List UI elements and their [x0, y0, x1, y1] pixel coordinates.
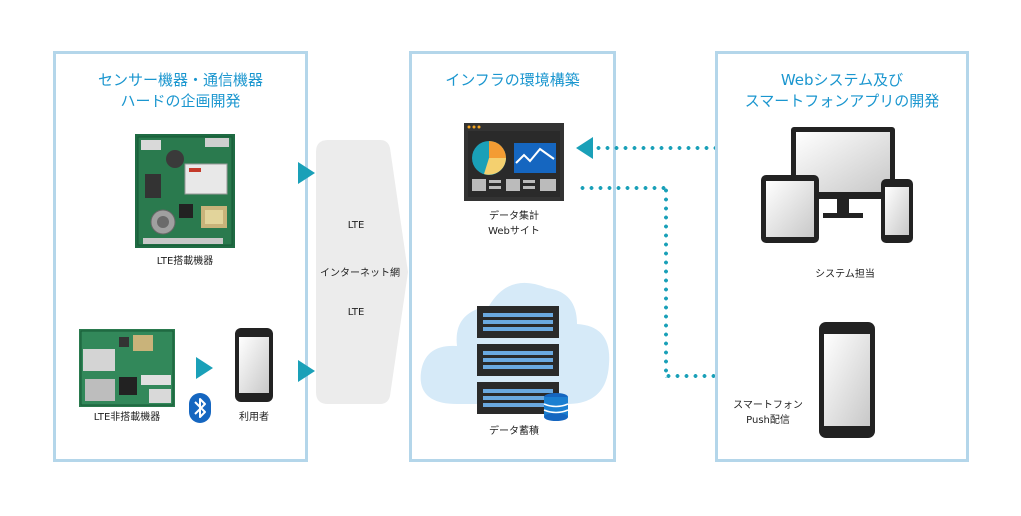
network-label-bottom: LTE	[347, 307, 365, 318]
website-monitor-icon	[464, 123, 564, 201]
push-phone-icon	[819, 322, 875, 438]
push-label: スマートフォン Push配信	[733, 400, 803, 426]
network-labels: LTE インターネット網 LTE	[316, 140, 400, 404]
hardware-panel: センサー機器・通信機器 ハードの企画開発 LTE搭載機器 LTE非搭載機器	[53, 51, 315, 462]
system-label: システム担当	[815, 269, 875, 280]
cloud-icon	[420, 282, 610, 404]
database-icon	[543, 393, 569, 421]
lte-board-image	[135, 134, 235, 248]
user-arrow-right	[298, 360, 315, 382]
hardware-panel-title: センサー機器・通信機器 ハードの企画開発	[97, 71, 263, 110]
website-label: データ集計 Webサイト	[488, 211, 540, 237]
user-label: 利用者	[239, 412, 269, 423]
website-to-push-dotted-line-v	[664, 186, 668, 378]
user-phone-icon	[235, 328, 273, 402]
network-label-top: LTE	[347, 220, 365, 231]
bluetooth-arrow-right	[196, 357, 213, 379]
system-devices-icon	[761, 127, 913, 243]
non-lte-device-label: LTE非搭載機器	[93, 412, 161, 423]
network-label-mid: インターネット網	[320, 268, 400, 279]
web-system-panel: Webシステム及び スマートフォンアプリの開発 システム担当 スマートフォン P…	[715, 51, 969, 462]
web-system-panel-title: Webシステム及び スマートフォンアプリの開発	[744, 71, 940, 110]
infrastructure-panel: インフラの環境構築 データ集計 Webサイト	[409, 51, 616, 462]
website-to-push-dotted-line-h1	[578, 186, 668, 190]
website-to-system-dotted-line	[594, 146, 790, 150]
bluetooth-icon	[189, 393, 211, 423]
system-arrow-left	[576, 137, 593, 159]
storage-label: データ蓄積	[489, 426, 539, 437]
lte-arrow-right	[298, 162, 315, 184]
lte-device-label: LTE搭載機器	[156, 256, 214, 267]
non-lte-board-image	[79, 329, 175, 407]
network-pill-shape	[316, 140, 408, 404]
infrastructure-panel-title: インフラの環境構築	[445, 71, 580, 89]
